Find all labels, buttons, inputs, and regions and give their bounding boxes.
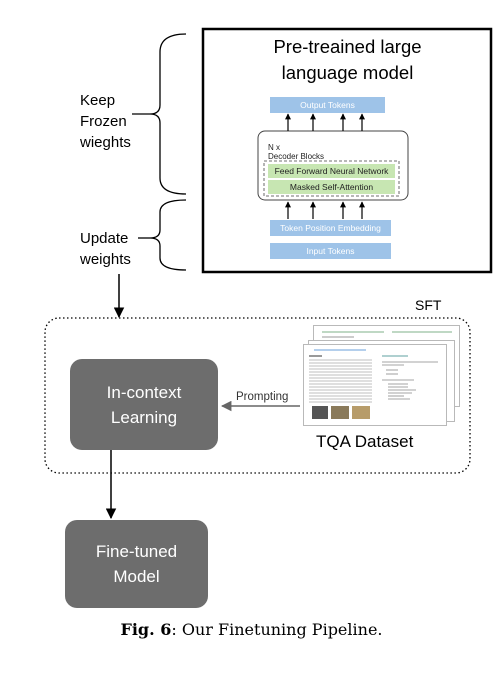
sft-label: SFT: [415, 297, 442, 313]
decoder-blocks-label: Decoder Blocks: [268, 152, 325, 161]
llm-title: Pre-treained large language model: [203, 34, 492, 86]
caption-figure-number: Fig. 6: [120, 620, 172, 639]
fine-tuned-line-1: Fine-tuned: [95, 542, 178, 561]
tqa-dataset-label: TQA Dataset: [316, 432, 414, 451]
update-weights-label: Update weights: [80, 228, 131, 270]
fine-tuned-model-box: Fine-tuned Model: [65, 520, 208, 608]
token-position-box: Token Position Embedding: [270, 220, 391, 236]
update-line-2: weights: [80, 251, 131, 268]
masked-attention-box: Masked Self-Attention: [268, 180, 395, 194]
input-tokens-box: Input Tokens: [270, 243, 391, 259]
feed-forward-box: Feed Forward Neural Network: [268, 164, 395, 178]
llm-frame: [201, 27, 493, 274]
figure-caption: Fig. 6: Our Finetuning Pipeline.: [0, 620, 503, 639]
update-brace: [149, 199, 187, 271]
keep-frozen-label: Keep Frozen wieghts: [80, 90, 131, 153]
document-content-icon: [309, 349, 438, 419]
frozen-brace: [149, 33, 187, 195]
caption-text: : Our Finetuning Pipeline.: [171, 620, 383, 639]
llm-title-line-2: language model: [281, 62, 414, 83]
n-x-label: N x: [268, 143, 280, 152]
output-tokens-box: Output Tokens: [270, 97, 385, 113]
keep-frozen-line-1: Keep: [80, 92, 116, 109]
fine-tuned-line-2: Model: [113, 567, 160, 586]
in-context-learning-box: In-context Learning: [70, 359, 218, 450]
llm-title-line-1: Pre-treained large: [273, 36, 422, 57]
in-context-line-1: In-context: [106, 382, 182, 402]
keep-frozen-line-2: Frozen: [80, 113, 127, 130]
update-line-1: Update: [80, 230, 129, 247]
decoder-dashed-box: [263, 160, 400, 197]
in-context-line-2: Learning: [110, 407, 178, 427]
keep-frozen-line-3: wieghts: [80, 134, 131, 151]
dataset-page-front: [303, 344, 447, 426]
decoder-block-container: [257, 130, 409, 201]
prompting-label: Prompting: [236, 391, 289, 403]
